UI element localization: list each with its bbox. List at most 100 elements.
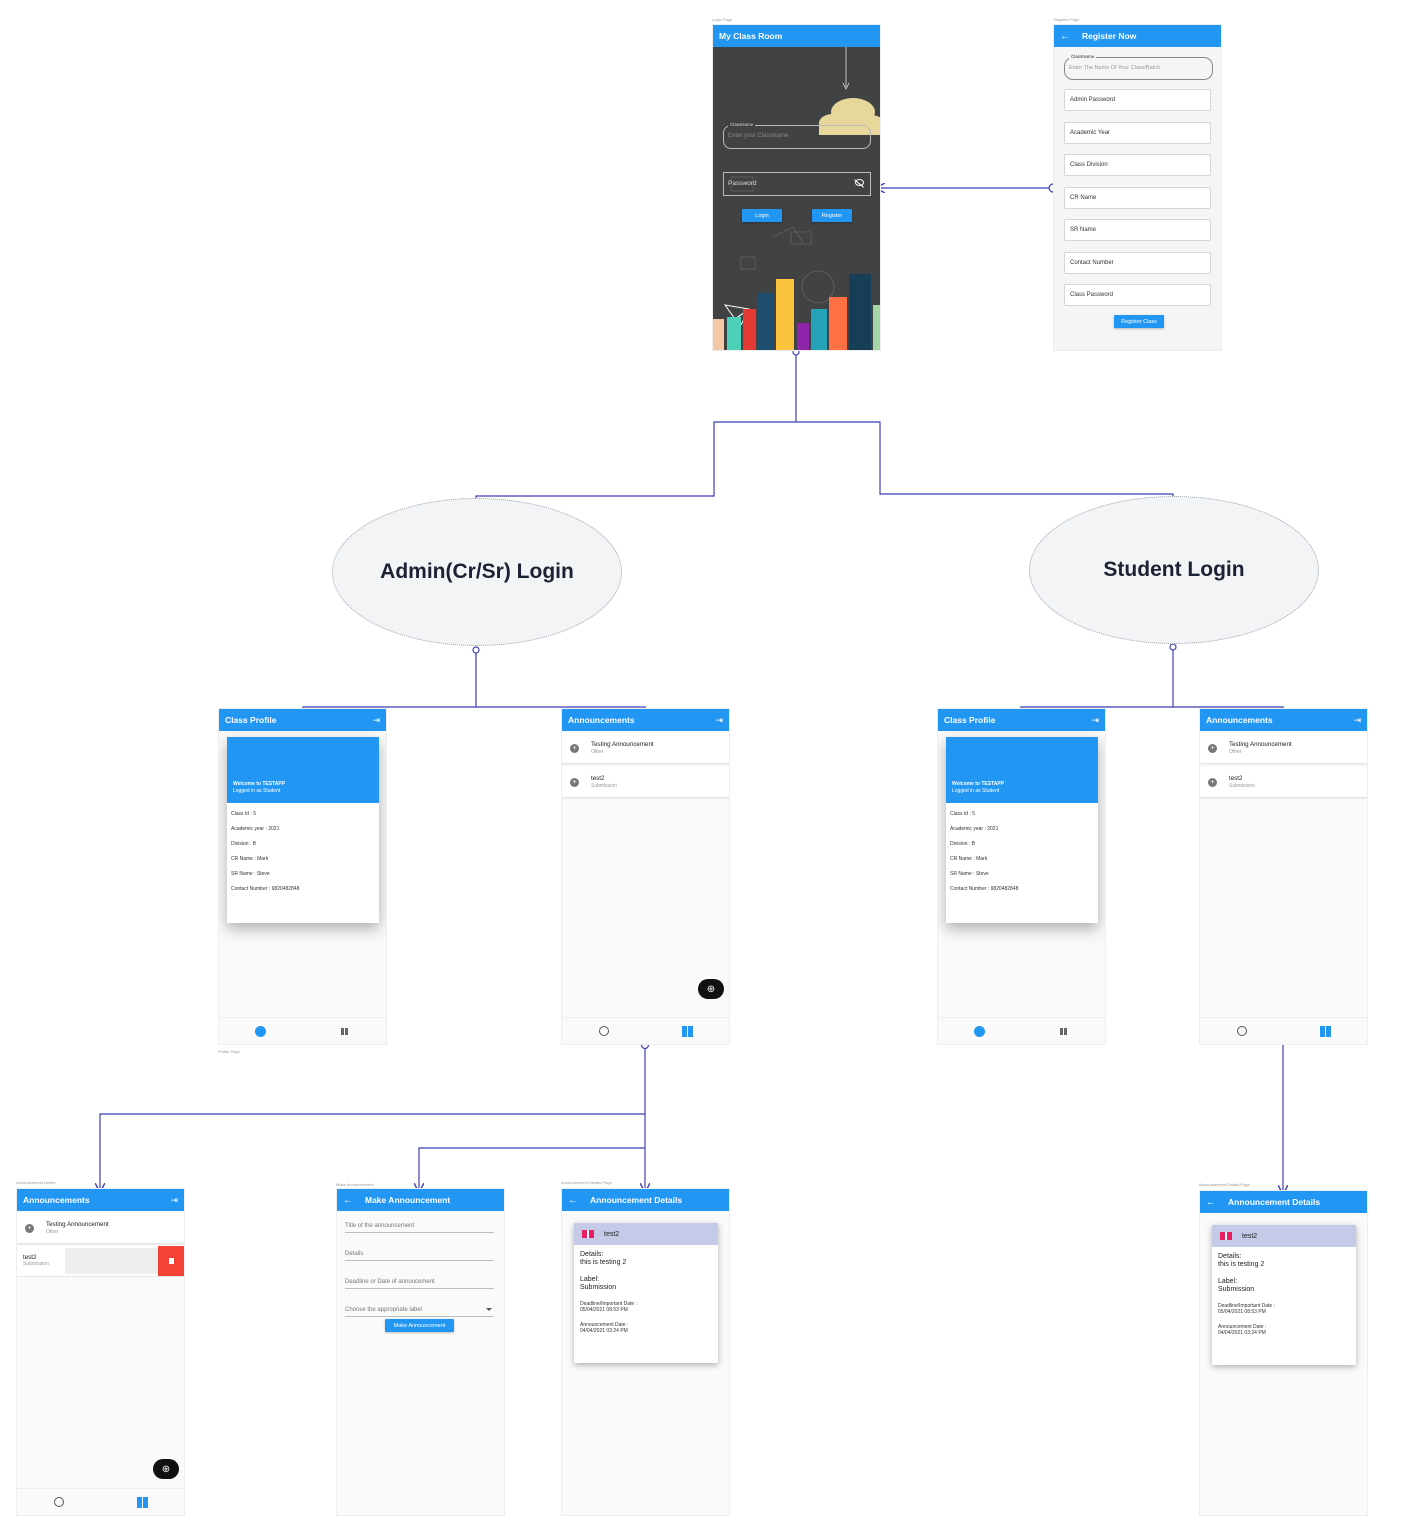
book-icon	[1220, 1232, 1232, 1240]
student-profile-card: Welcome to TESTAPP Logged in as Student …	[946, 737, 1098, 923]
student-details-appbar: ← Announcement Details	[1200, 1191, 1367, 1213]
dashboard-nav-icon	[1059, 1027, 1067, 1035]
register-field-contact-number[interactable]: Contact Number	[1064, 252, 1211, 274]
announcement-date-label: Announcement Date :	[580, 1322, 629, 1328]
connector-ann-to-delete	[100, 1045, 646, 1188]
back-arrow-icon[interactable]: ←	[1206, 1196, 1216, 1208]
connector-login-to-student	[796, 421, 1173, 503]
register-field-cr-name[interactable]: CR Name	[1064, 187, 1211, 209]
list-item-sub: Other	[1229, 749, 1242, 755]
login-classname-field[interactable]: ClassName Enter your ClassName	[723, 122, 871, 149]
delete-button[interactable]	[158, 1246, 184, 1276]
login-page-caption: Login Page	[712, 17, 733, 22]
register-field-sr-name[interactable]: SR Name	[1064, 219, 1211, 241]
nav-tab-profile[interactable]	[219, 1018, 303, 1044]
profile-welcome: Welcome to TESTAPP	[233, 781, 286, 787]
make-announcement-button[interactable]: Make Announcement	[385, 1319, 454, 1332]
admin-profile-bottom-nav	[219, 1017, 386, 1044]
register-field-academic-year[interactable]: Academic Year	[1064, 122, 1211, 144]
details-admin-caption: Announcement Details Page	[561, 1180, 612, 1185]
list-item-title: Testing Announcement	[591, 741, 654, 748]
dashboard-nav-icon	[1319, 1025, 1331, 1037]
back-arrow-icon[interactable]: ←	[343, 1194, 353, 1206]
profile-row: Division : B	[950, 841, 976, 847]
nav-tab-profile[interactable]	[17, 1489, 101, 1515]
logout-icon[interactable]: ⇥	[1091, 714, 1099, 725]
announcement-deadline-input[interactable]: Deadline or Date of annoucement	[345, 1273, 494, 1289]
nav-tab-profile[interactable]	[562, 1018, 646, 1044]
delete-icon	[168, 1258, 174, 1264]
back-arrow-icon[interactable]: ←	[1060, 30, 1070, 42]
profile-card-header: Welcome to TESTAPP Logged in as Student	[946, 737, 1098, 803]
register-field-class-division[interactable]: Class Division	[1064, 154, 1211, 176]
add-announcement-fab[interactable]: ⊕	[698, 979, 724, 999]
register-classname-field[interactable]: ClassName Enter The Name Of Your Class/B…	[1064, 54, 1213, 80]
profile-nav-icon	[598, 1026, 609, 1036]
admin-details-screen: ← Announcement Details test2 Details:thi…	[561, 1188, 730, 1516]
student-announcements-title: Announcements	[1206, 715, 1273, 725]
deadline-value: 05/04/2021 08:53 PM	[1218, 1309, 1266, 1315]
profile-row: CR Name : Mark	[950, 856, 988, 862]
student-details-screen: ← Announcement Details test2 Details:thi…	[1199, 1190, 1368, 1516]
announcement-details-input[interactable]: Details	[345, 1245, 494, 1261]
login-password-field[interactable]: Password	[723, 172, 871, 196]
admin-profile-screen: Class Profile ⇥ Welcome to TESTAPP Logge…	[218, 708, 387, 1045]
details-value: this is testing 2	[580, 1259, 627, 1266]
add-announcement-fab[interactable]: ⊕	[153, 1459, 179, 1479]
profile-row: Contact Number : 9820482848	[231, 886, 300, 892]
logout-icon[interactable]: ⇥	[1353, 714, 1361, 725]
connector-login-to-admin	[476, 352, 797, 506]
label-value: Submission	[1218, 1286, 1255, 1293]
make-announcement-screen: ← Make Announcement Title of the announc…	[336, 1188, 505, 1516]
admin-profile-card: Welcome to TESTAPP Logged in as Student …	[227, 737, 379, 923]
connector-admin-to-profile	[303, 650, 477, 717]
swipe-list-item[interactable]: test2 Submission	[17, 1246, 184, 1277]
register-button[interactable]: Register	[812, 209, 852, 222]
logout-icon[interactable]: ⇥	[170, 1194, 178, 1205]
nav-tab-dashboard[interactable]	[303, 1018, 387, 1044]
nav-tab-dashboard[interactable]	[1022, 1018, 1106, 1044]
student-announcements-appbar: Announcements ⇥	[1200, 709, 1367, 731]
register-field-class-password[interactable]: Class Password	[1064, 284, 1211, 306]
list-item-sub: Submission	[23, 1261, 49, 1267]
nav-tab-dashboard[interactable]	[646, 1018, 730, 1044]
nav-tab-profile[interactable]	[1200, 1018, 1284, 1044]
announcement-details-card: test2 Details:this is testing 2 Label:Su…	[574, 1223, 718, 1363]
announcement-date-value: 04/04/2021 03:24 PM	[580, 1328, 628, 1334]
profile-row: Class Id : 5	[231, 811, 257, 817]
list-item-title: test2	[591, 775, 605, 782]
login-button[interactable]: Login	[742, 209, 782, 222]
admin-announcements-appbar: Announcements ⇥	[562, 709, 729, 731]
nav-tab-profile[interactable]	[938, 1018, 1022, 1044]
logout-icon[interactable]: ⇥	[372, 714, 380, 725]
label-value: Submission	[580, 1284, 617, 1291]
login-classname-placeholder: Enter your ClassName	[728, 133, 789, 139]
register-class-button[interactable]: Register Class	[1114, 315, 1164, 328]
list-item-sub: Submission	[1229, 783, 1255, 789]
list-item-title: test2	[1229, 775, 1243, 782]
back-arrow-icon[interactable]: ←	[568, 1194, 578, 1206]
list-item-sub: Other	[46, 1229, 59, 1235]
student-profile-appbar: Class Profile ⇥	[938, 709, 1105, 731]
nav-tab-dashboard[interactable]	[1284, 1018, 1368, 1044]
register-appbar: ← Register Now	[1054, 25, 1221, 47]
admin-login-node: Admin(Cr/Sr) Login	[332, 498, 622, 646]
logout-icon[interactable]: ⇥	[715, 714, 723, 725]
add-circle-icon: +	[1208, 777, 1217, 787]
make-announcement-appbar: ← Make Announcement	[337, 1189, 504, 1211]
announcement-title-input[interactable]: Title of the announcement	[345, 1217, 494, 1233]
label-select[interactable]: Choose the appropriate label	[345, 1301, 494, 1317]
dropdown-arrow-icon	[486, 1308, 492, 1311]
nav-tab-dashboard[interactable]	[101, 1489, 185, 1515]
register-field-admin-password[interactable]: Admin Password	[1064, 89, 1211, 111]
deadline-value: 05/04/2021 08:53 PM	[580, 1307, 628, 1313]
profile-row: Contact Number : 9820482848	[950, 886, 1019, 892]
admin-announcements-title: Announcements	[568, 715, 635, 725]
label-select-placeholder: Choose the appropriate label	[345, 1307, 423, 1313]
